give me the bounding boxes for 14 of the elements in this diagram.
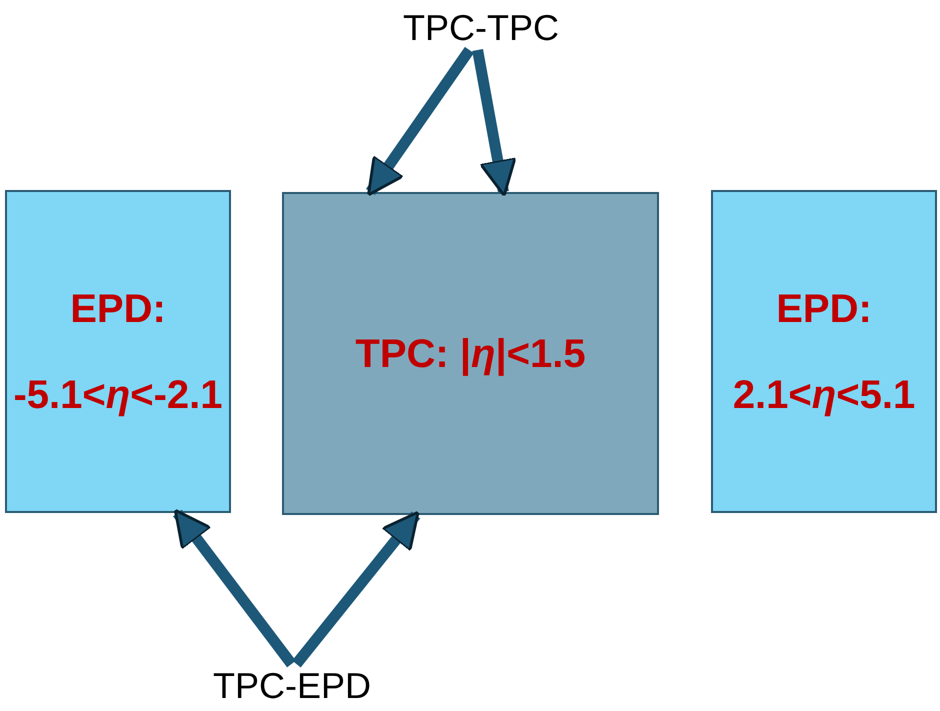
arrow — [292, 510, 420, 668]
region-text: 2.1<η<5.1 — [732, 372, 916, 418]
pair-label: TPC-EPD — [194, 664, 390, 708]
pair-label: TPC-TPC — [388, 6, 574, 50]
region-text: -5.1<η<-2.1 — [13, 372, 223, 418]
region-text: EPD: — [776, 286, 872, 332]
region-text: TPC: |η|<1.5 — [355, 330, 586, 378]
arrow — [366, 46, 474, 196]
region-box — [5, 190, 231, 513]
region-text: EPD: — [70, 286, 166, 332]
region-box — [711, 190, 937, 513]
region-box — [282, 192, 659, 515]
arrow — [472, 49, 517, 197]
arrow — [173, 508, 296, 668]
